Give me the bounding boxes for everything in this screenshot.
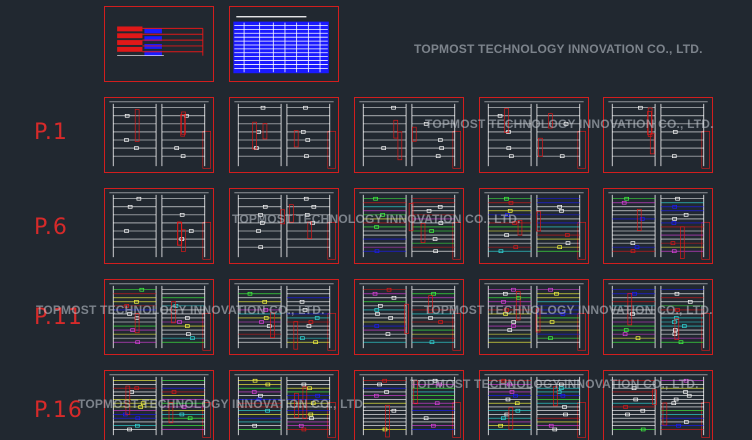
schematic-p1-sheet[interactable] xyxy=(104,97,214,173)
watermark-text: TOPMOST TECHNOLOGY INNOVATION CO., LTD. xyxy=(410,377,699,391)
schematic-p14-sheet[interactable] xyxy=(479,279,589,355)
schematic-p17-sheet[interactable] xyxy=(229,370,339,440)
schematic-p13-sheet[interactable] xyxy=(354,279,464,355)
watermark-text: TOPMOST TECHNOLOGY INNOVATION CO., LTD. xyxy=(36,303,325,317)
schematic-p9-sheet[interactable] xyxy=(479,188,589,264)
watermark-text: TOPMOST TECHNOLOGY INNOVATION CO., LTD. xyxy=(425,117,714,131)
schematic-p4-graphic xyxy=(484,101,586,169)
schematic-p6-sheet[interactable] xyxy=(104,188,214,264)
schematic-p20-graphic xyxy=(608,374,710,438)
watermark-text: TOPMOST TECHNOLOGY INNOVATION CO., LTD. xyxy=(232,212,521,226)
schematic-p3-sheet[interactable] xyxy=(354,97,464,173)
page-label-p16: P.16 xyxy=(34,398,83,423)
schematic-p5-sheet[interactable] xyxy=(603,97,713,173)
schematic-p13-graphic xyxy=(359,283,461,351)
schematic-p12-graphic xyxy=(234,283,336,351)
schematic-p10-graphic xyxy=(608,192,710,260)
schematic-p2-graphic xyxy=(234,101,336,169)
schematic-p7-sheet[interactable] xyxy=(229,188,339,264)
schematic-p18-sheet[interactable] xyxy=(354,370,464,440)
index-table-graphic xyxy=(233,16,329,74)
page-label-p11: P.11 xyxy=(34,305,83,330)
schematic-p9-graphic xyxy=(484,192,586,260)
schematic-p17-graphic xyxy=(234,374,336,438)
schematic-p6-graphic xyxy=(109,192,211,260)
schematic-p15-sheet[interactable] xyxy=(603,279,713,355)
schematic-p8-graphic xyxy=(359,192,461,260)
schematic-p4-sheet[interactable] xyxy=(479,97,589,173)
watermark-text: TOPMOST TECHNOLOGY INNOVATION CO., LTD. xyxy=(424,303,713,317)
schematic-p16-graphic xyxy=(109,374,211,438)
page-label-p6: P.6 xyxy=(34,215,68,240)
title-block-sheet[interactable] xyxy=(104,6,214,82)
page-label-p1: P.1 xyxy=(34,120,68,145)
watermark-text: TOPMOST TECHNOLOGY INNOVATION CO., LTD. xyxy=(78,397,367,411)
schematic-p12-sheet[interactable] xyxy=(229,279,339,355)
schematic-p11-graphic xyxy=(109,283,211,351)
schematic-p5-graphic xyxy=(608,101,710,169)
schematic-p2-sheet[interactable] xyxy=(229,97,339,173)
schematic-p18-graphic xyxy=(359,374,461,438)
schematic-p8-sheet[interactable] xyxy=(354,188,464,264)
schematic-p19-sheet[interactable] xyxy=(479,370,589,440)
schematic-p20-sheet[interactable] xyxy=(603,370,713,440)
schematic-p14-graphic xyxy=(484,283,586,351)
title-block-graphic xyxy=(117,26,204,56)
index-table-sheet[interactable] xyxy=(229,6,339,82)
schematic-p1-graphic xyxy=(109,101,211,169)
schematic-p3-graphic xyxy=(359,101,461,169)
schematic-p16-sheet[interactable] xyxy=(104,370,214,440)
watermark-text: TOPMOST TECHNOLOGY INNOVATION CO., LTD. xyxy=(414,42,703,56)
schematic-p11-sheet[interactable] xyxy=(104,279,214,355)
schematic-p7-graphic xyxy=(234,192,336,260)
schematic-p15-graphic xyxy=(608,283,710,351)
schematic-p10-sheet[interactable] xyxy=(603,188,713,264)
schematic-p19-graphic xyxy=(484,374,586,438)
